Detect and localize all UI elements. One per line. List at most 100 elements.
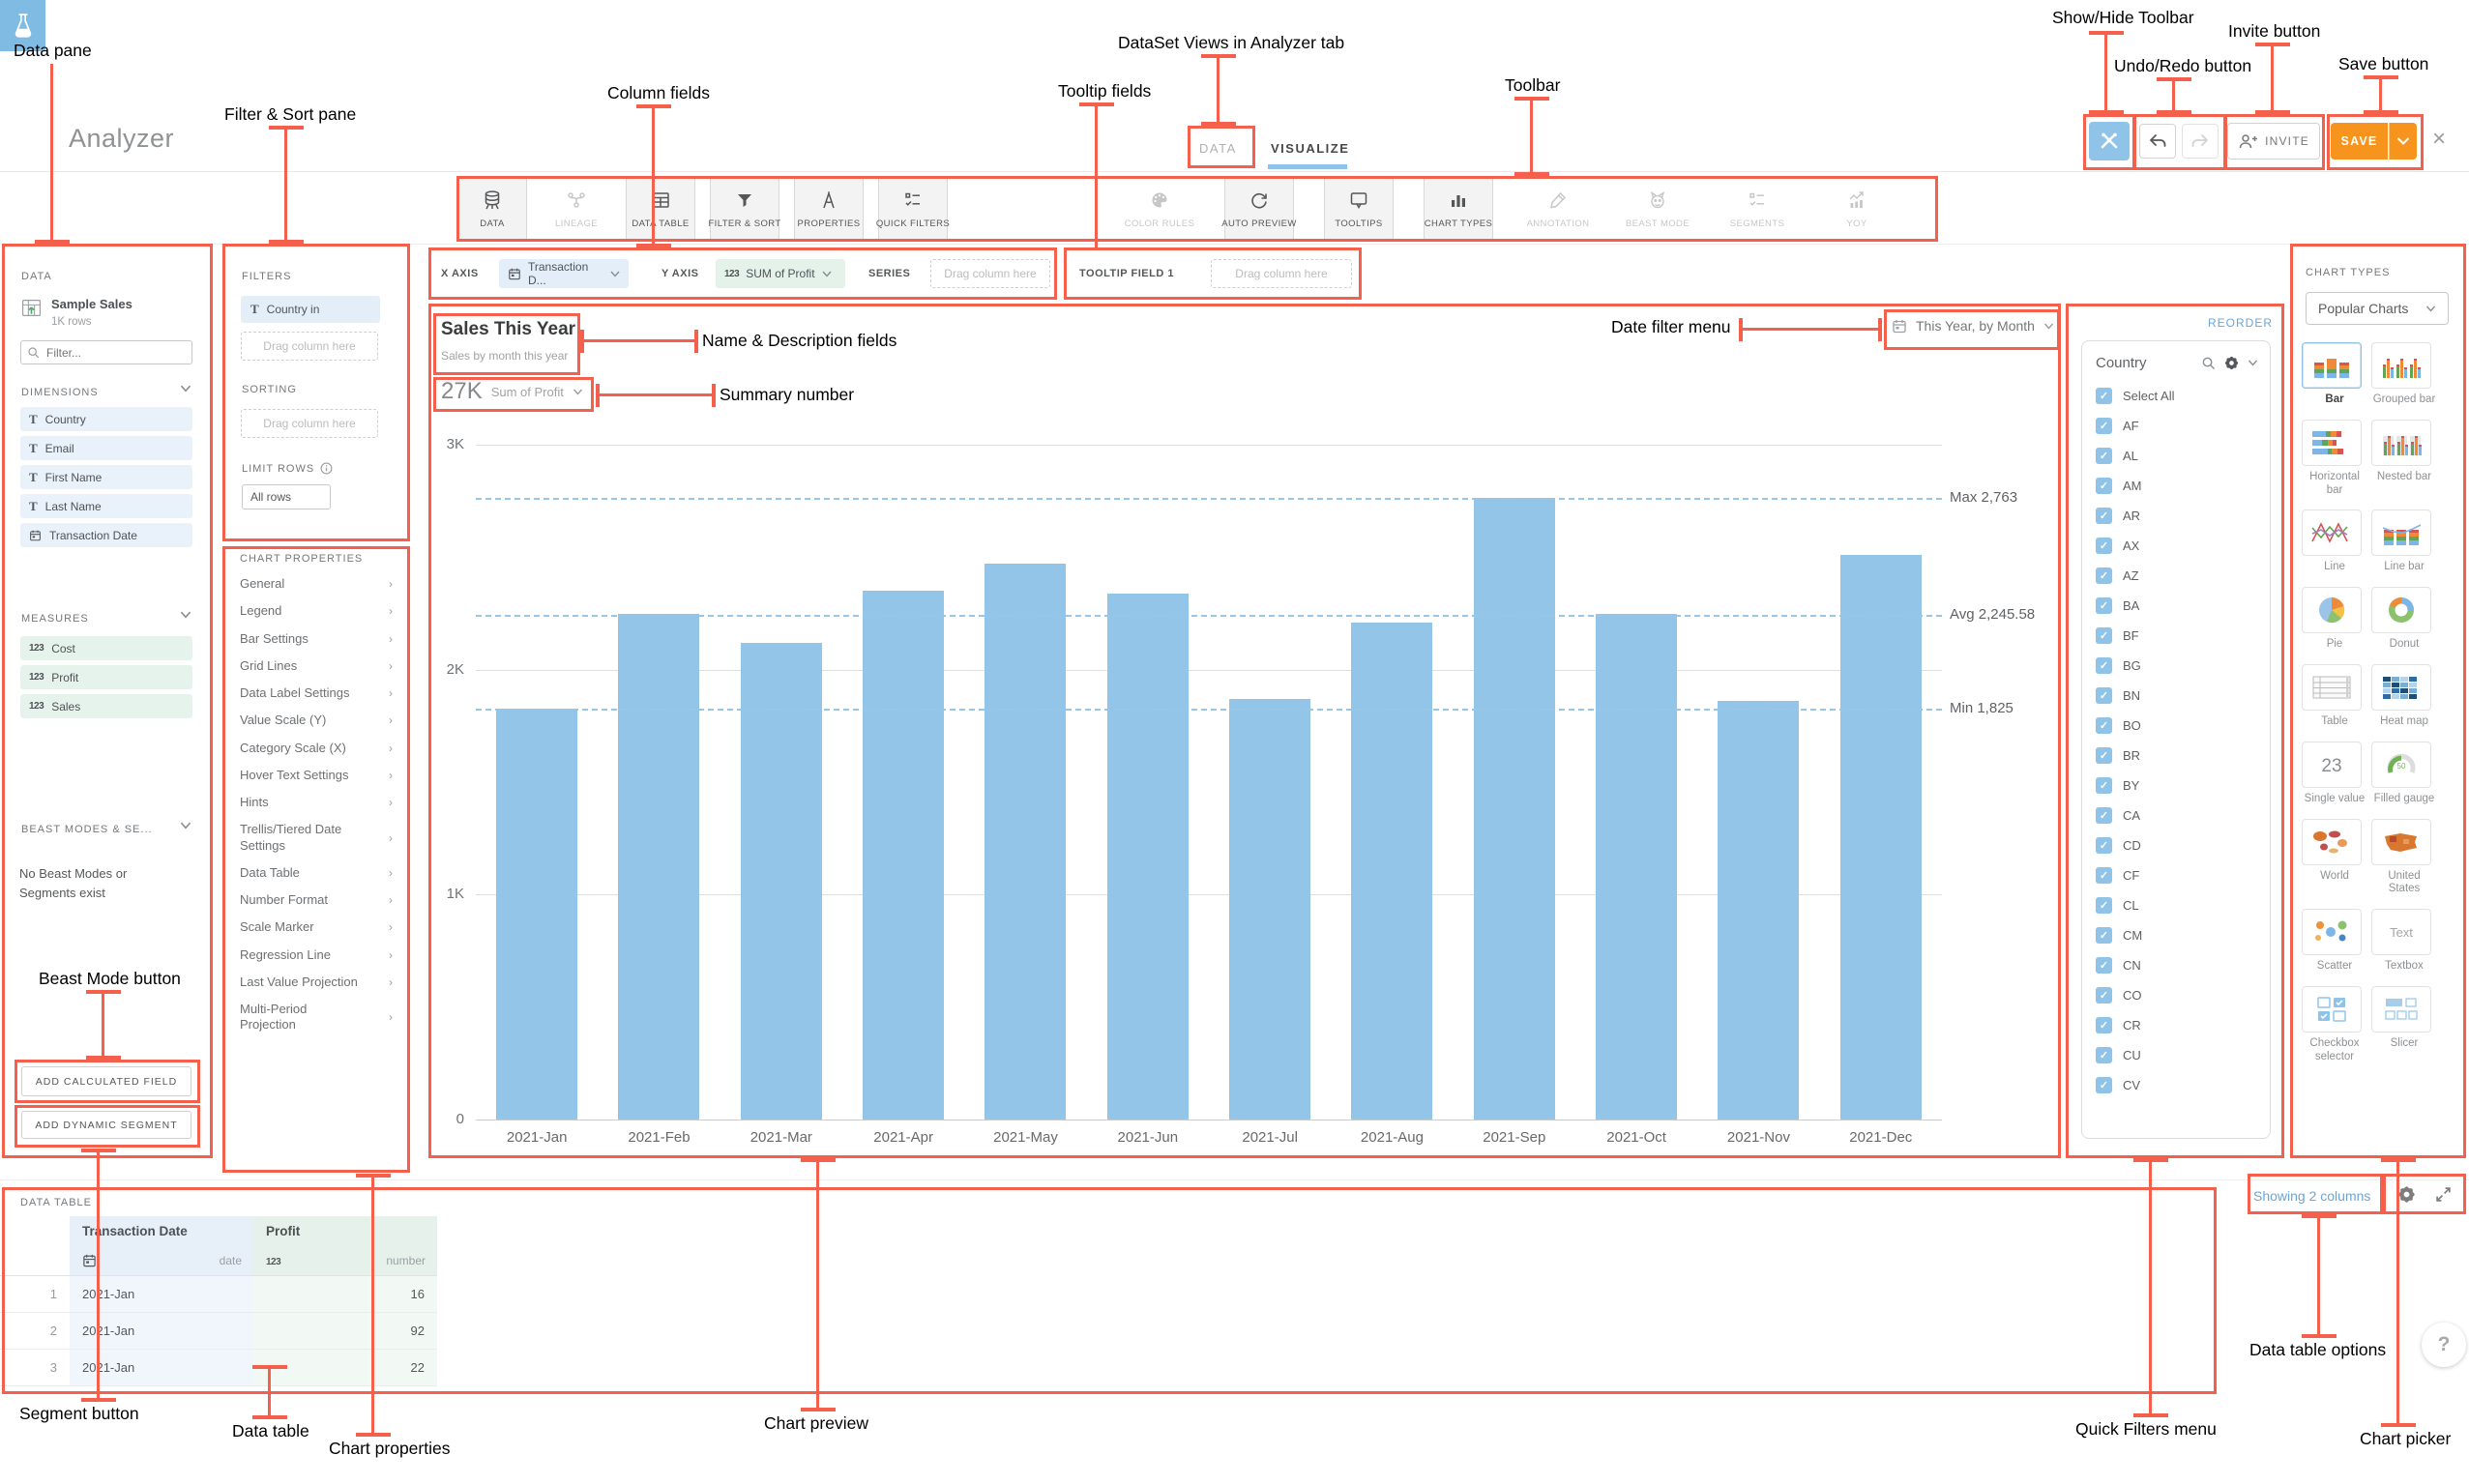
y-axis-field-chip[interactable]: 123 SUM of Profit: [716, 259, 845, 288]
filter-drop-zone[interactable]: Drag column here: [241, 332, 378, 361]
quick-filter-option-al[interactable]: ✓AL: [2082, 441, 2270, 471]
chart-type-line-bar[interactable]: Line bar: [2371, 509, 2437, 574]
quick-filter-option-bn[interactable]: ✓BN: [2082, 681, 2270, 711]
bar-2021-apr[interactable]: [842, 445, 964, 1120]
checkbox-checked-icon[interactable]: ✓: [2096, 807, 2112, 824]
chart-property-last-value-projection[interactable]: Last Value Projection›: [240, 975, 393, 990]
toolbar-button-properties[interactable]: PROPERTIES: [794, 178, 864, 240]
chart-property-general[interactable]: General›: [240, 576, 393, 592]
quick-filter-option-cu[interactable]: ✓CU: [2082, 1040, 2270, 1070]
chart-property-number-format[interactable]: Number Format›: [240, 892, 393, 908]
checkbox-checked-icon[interactable]: ✓: [2096, 957, 2112, 974]
quick-filter-option-cn[interactable]: ✓CN: [2082, 950, 2270, 980]
chart-property-category-scale-x[interactable]: Category Scale (X)›: [240, 741, 393, 756]
quick-filter-option-az[interactable]: ✓AZ: [2082, 561, 2270, 591]
quick-filter-option-bg[interactable]: ✓BG: [2082, 651, 2270, 681]
checkbox-checked-icon[interactable]: ✓: [2096, 837, 2112, 854]
chevron-down-icon[interactable]: [2248, 360, 2258, 366]
chart-property-trellis-tiered-date-settings[interactable]: Trellis/Tiered Date Settings›: [240, 822, 393, 854]
dataset-name[interactable]: Sample Sales: [51, 297, 132, 311]
bar-2021-feb[interactable]: [598, 445, 720, 1120]
toolbar-button-quick-filters[interactable]: QUICK FILTERS: [876, 178, 950, 240]
chart-property-bar-settings[interactable]: Bar Settings›: [240, 631, 393, 647]
quick-filter-option-cl[interactable]: ✓CL: [2082, 890, 2270, 920]
gear-icon[interactable]: [2223, 355, 2240, 371]
quick-filter-option-cm[interactable]: ✓CM: [2082, 920, 2270, 950]
chart-property-scale-marker[interactable]: Scale Marker›: [240, 919, 393, 935]
toolbar-button-segments[interactable]: SEGMENTS: [1722, 178, 1792, 240]
save-dropdown-button[interactable]: [2389, 123, 2417, 160]
tab-visualize[interactable]: VISUALIZE: [1271, 141, 1350, 156]
chart-type-checkbox-selector[interactable]: Checkbox selector: [2302, 985, 2367, 1064]
checkbox-checked-icon[interactable]: ✓: [2096, 388, 2112, 404]
chart-category-dropdown[interactable]: Popular Charts: [2306, 292, 2449, 325]
checkbox-checked-icon[interactable]: ✓: [2096, 567, 2112, 584]
toolbar-button-color-rules[interactable]: COLOR RULES: [1125, 178, 1194, 240]
expand-icon[interactable]: [2435, 1186, 2452, 1203]
show-hide-toolbar-button[interactable]: [2089, 122, 2130, 160]
toolbar-button-annotation[interactable]: ANNOTATION: [1523, 178, 1593, 240]
checkbox-checked-icon[interactable]: ✓: [2096, 597, 2112, 614]
sorting-drop-zone[interactable]: Drag column here: [241, 409, 378, 438]
chart-property-hints[interactable]: Hints›: [240, 795, 393, 810]
chart-property-value-scale-y[interactable]: Value Scale (Y)›: [240, 713, 393, 728]
quick-filter-option-cv[interactable]: ✓CV: [2082, 1070, 2270, 1100]
summary-number[interactable]: 27K Sum of Profit: [441, 378, 583, 405]
checkbox-checked-icon[interactable]: ✓: [2096, 1017, 2112, 1033]
bar-2021-dec[interactable]: [1820, 445, 1942, 1120]
chart-property-multi-period-projection[interactable]: Multi-Period Projection›: [240, 1002, 393, 1033]
quick-filter-option-br[interactable]: ✓BR: [2082, 741, 2270, 771]
column-filter-input[interactable]: [20, 340, 192, 364]
dimension-transaction-date[interactable]: Transaction Date: [20, 523, 192, 547]
column-header-profit[interactable]: Profit 123 number: [253, 1216, 437, 1276]
quick-filter-option-af[interactable]: ✓AF: [2082, 411, 2270, 441]
checkbox-checked-icon[interactable]: ✓: [2096, 448, 2112, 464]
column-header-transaction-date[interactable]: Transaction Date date: [70, 1216, 253, 1276]
bar-2021-jan[interactable]: [476, 445, 598, 1120]
quick-filter-option-cr[interactable]: ✓CR: [2082, 1010, 2270, 1040]
bar-2021-may[interactable]: [964, 445, 1086, 1120]
bar-2021-jun[interactable]: [1087, 445, 1209, 1120]
quick-filter-option-by[interactable]: ✓BY: [2082, 771, 2270, 800]
checkbox-checked-icon[interactable]: ✓: [2096, 418, 2112, 434]
showing-columns-link[interactable]: Showing 2 columns: [2253, 1188, 2371, 1204]
toolbar-button-beast-mode[interactable]: BEAST MODE: [1623, 178, 1692, 240]
quick-filter-option-ax[interactable]: ✓AX: [2082, 531, 2270, 561]
add-dynamic-segment-button[interactable]: ADD DYNAMIC SEGMENT: [21, 1111, 191, 1139]
checkbox-checked-icon[interactable]: ✓: [2096, 717, 2112, 734]
chart-type-slicer[interactable]: Slicer: [2371, 985, 2437, 1064]
limit-rows-input[interactable]: [242, 484, 331, 509]
chart-type-horizontal-bar[interactable]: Horizontal bar: [2302, 419, 2367, 498]
checkbox-checked-icon[interactable]: ✓: [2096, 1077, 2112, 1093]
checkbox-checked-icon[interactable]: ✓: [2096, 508, 2112, 524]
checkbox-checked-icon[interactable]: ✓: [2096, 867, 2112, 884]
bar-2021-jul[interactable]: [1209, 445, 1331, 1120]
chart-property-data-table[interactable]: Data Table›: [240, 865, 393, 881]
x-axis-field-chip[interactable]: Transaction D...: [499, 259, 629, 288]
toolbar-button-lineage[interactable]: LINEAGE: [542, 178, 611, 240]
chart-type-united-states[interactable]: United States: [2371, 818, 2437, 897]
toolbar-button-auto-preview[interactable]: AUTO PREVIEW: [1221, 178, 1296, 240]
bar-2021-nov[interactable]: [1697, 445, 1819, 1120]
quick-filter-option-ca[interactable]: ✓CA: [2082, 800, 2270, 830]
quick-filter-option-am[interactable]: ✓AM: [2082, 471, 2270, 501]
chart-type-bar[interactable]: Bar: [2302, 342, 2367, 407]
quick-filter-option-select-all[interactable]: ✓Select All: [2082, 381, 2270, 411]
quick-filter-option-ar[interactable]: ✓AR: [2082, 501, 2270, 531]
series-drop-zone[interactable]: Drag column here: [930, 259, 1050, 288]
checkbox-checked-icon[interactable]: ✓: [2096, 1047, 2112, 1063]
checkbox-checked-icon[interactable]: ✓: [2096, 897, 2112, 914]
gear-icon[interactable]: [2396, 1184, 2417, 1205]
toolbar-button-yoy[interactable]: YOY: [1822, 178, 1892, 240]
chart-type-scatter[interactable]: Scatter: [2302, 909, 2367, 974]
tooltip-drop-zone[interactable]: Drag column here: [1211, 259, 1352, 288]
checkbox-checked-icon[interactable]: ✓: [2096, 747, 2112, 764]
toolbar-button-filter-sort[interactable]: FILTER & SORT: [708, 178, 780, 240]
chevron-down-icon[interactable]: [180, 611, 191, 619]
redo-button[interactable]: [2182, 124, 2219, 159]
close-icon[interactable]: ×: [2432, 126, 2447, 152]
search-icon[interactable]: [2201, 356, 2216, 370]
chart-type-donut[interactable]: Donut: [2371, 587, 2437, 652]
